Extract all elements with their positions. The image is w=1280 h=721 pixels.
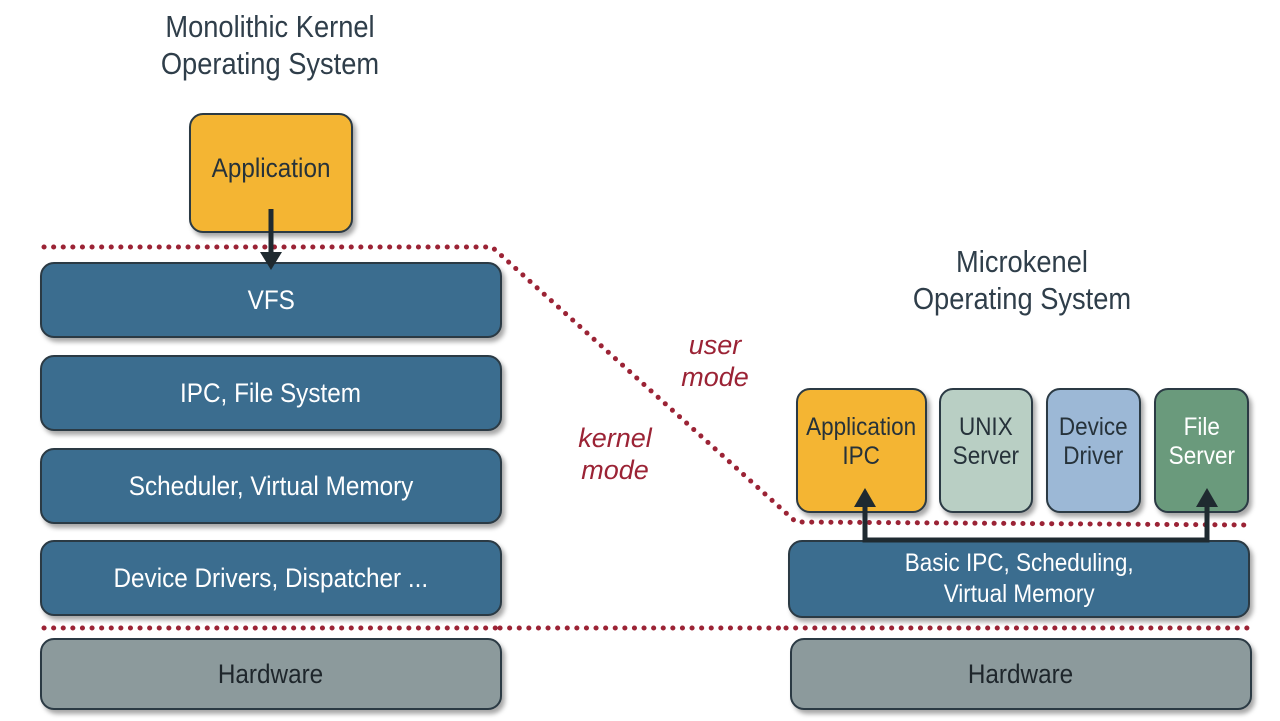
server-device-driver-line1: Device xyxy=(1059,412,1128,441)
kernel-mode-line1: kernel xyxy=(578,423,652,453)
monolithic-title-line2: Operating System xyxy=(160,46,380,81)
layer-ipc-file-system-label: IPC, File System xyxy=(180,378,362,408)
layer-vfs: VFS xyxy=(40,262,502,338)
server-application-ipc: Application IPC xyxy=(796,388,927,513)
server-file-label: File Server xyxy=(1168,413,1234,471)
microkernel-title: Microkenel Operating System xyxy=(881,243,1163,317)
layer-device-drivers-dispatcher: Device Drivers, Dispatcher ... xyxy=(40,540,502,616)
microkernel-title-line2: Operating System xyxy=(912,281,1132,316)
monolithic-application-label: Application xyxy=(211,153,331,183)
kernel-mode-label: kernel mode xyxy=(565,422,665,486)
microkernel-core-line1: Basic IPC, Scheduling, xyxy=(904,549,1134,577)
server-unix: UNIX Server xyxy=(939,388,1033,513)
microkernel-hardware-box: Hardware xyxy=(790,638,1252,710)
server-device-driver: Device Driver xyxy=(1046,388,1141,513)
server-device-driver-label: Device Driver xyxy=(1059,413,1128,471)
monolithic-title: Monolithic Kernel Operating System xyxy=(129,8,411,82)
server-unix-line1: UNIX xyxy=(959,412,1013,441)
user-mode-line2: mode xyxy=(681,362,749,392)
microkernel-core-box: Basic IPC, Scheduling, Virtual Memory xyxy=(788,540,1250,618)
microkernel-hardware-label: Hardware xyxy=(968,659,1074,689)
monolithic-hardware-label: Hardware xyxy=(218,659,324,689)
microkernel-title-line1: Microkenel xyxy=(956,244,1088,279)
server-device-driver-line2: Driver xyxy=(1063,441,1124,470)
ipc-path xyxy=(862,505,1210,543)
user-kernel-boundary xyxy=(41,244,1253,528)
microkernel-core-label: Basic IPC, Scheduling, Virtual Memory xyxy=(905,548,1134,610)
server-application-ipc-line2: IPC xyxy=(842,441,881,470)
layer-scheduler-virtual-memory-label: Scheduler, Virtual Memory xyxy=(128,471,414,501)
monolithic-hardware-box: Hardware xyxy=(40,638,502,710)
layer-scheduler-virtual-memory: Scheduler, Virtual Memory xyxy=(40,448,502,524)
server-application-ipc-line1: Application xyxy=(806,412,917,441)
server-file-line1: File xyxy=(1183,412,1220,441)
kernel-mode-line2: mode xyxy=(581,455,649,485)
arrow-head-application-ipc xyxy=(854,488,876,507)
microkernel-core-line2: Virtual Memory xyxy=(943,580,1095,608)
arrow-application-to-vfs xyxy=(260,209,282,270)
monolithic-title-line1: Monolithic Kernel xyxy=(165,9,375,44)
server-unix-line2: Server xyxy=(952,441,1020,470)
arrow-head-file-server xyxy=(1196,488,1218,507)
layer-device-drivers-dispatcher-label: Device Drivers, Dispatcher ... xyxy=(113,563,429,593)
server-unix-label: UNIX Server xyxy=(953,413,1019,471)
layer-ipc-file-system: IPC, File System xyxy=(40,355,502,431)
user-mode-label: user mode xyxy=(670,329,760,393)
server-file: File Server xyxy=(1154,388,1249,513)
server-application-ipc-label: Application IPC xyxy=(806,413,916,471)
layer-vfs-label: VFS xyxy=(247,285,295,315)
user-mode-line1: user xyxy=(688,330,742,360)
server-file-line2: Server xyxy=(1168,441,1235,470)
